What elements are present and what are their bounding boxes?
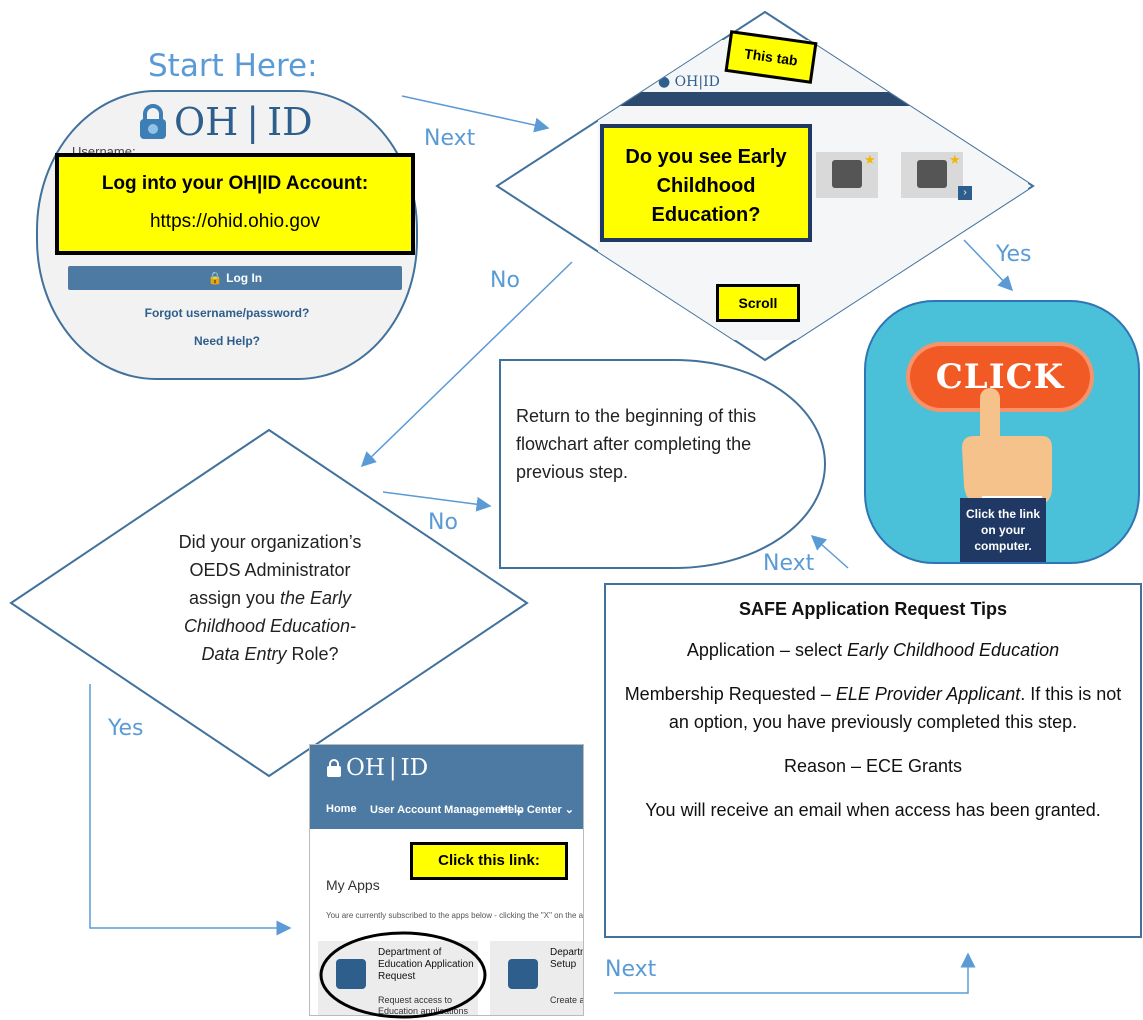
safe-tips-box: SAFE Application Request Tips Applicatio… — [604, 583, 1142, 938]
scroll-callout: Scroll — [716, 284, 800, 322]
ohid-logo-divider: | — [246, 100, 260, 144]
decision-2-line-5: Data Entry Role? — [201, 644, 339, 664]
label-yes-1: Yes — [996, 242, 1032, 267]
app-tile-2-name: Departme Educatio Setup — [550, 947, 583, 970]
ohid-logo: OH | ID — [138, 100, 313, 144]
teacher-icon — [917, 160, 947, 188]
school-icon — [832, 160, 862, 188]
my-apps-title: My Apps — [326, 877, 380, 893]
tips-reason: Reason – ECE Grants — [783, 756, 963, 776]
login-instruction-title: Log into your OH|ID Account: — [101, 173, 369, 194]
login-button-label: Log In — [226, 271, 263, 285]
arrow-d1-no — [360, 261, 573, 468]
school-icon — [508, 959, 538, 989]
arrow-d2-no — [382, 491, 492, 512]
app-tile-application-request[interactable]: Department of Education Application Requ… — [318, 941, 478, 1016]
arrow-d2-yes — [89, 684, 292, 936]
decision-diamond-2 — [9, 428, 529, 778]
click-panel: CLICK Click the link on your computer. — [864, 300, 1140, 564]
ohid-logo-left: OH — [174, 100, 239, 144]
decision-2-line-2: OEDS Administrator — [189, 560, 351, 580]
decision-1-question: Do you see Early Childhood Education? — [600, 124, 812, 242]
start-here-title: Start Here: — [148, 48, 318, 84]
app-tile-setup[interactable]: Departme Educatio Setup Create a pr with… — [490, 941, 583, 1015]
nav-user-account-management[interactable]: User Account Management ⌄ — [370, 804, 524, 816]
school-icon — [336, 959, 366, 989]
my-apps-logo: OH|ID — [326, 755, 428, 781]
my-apps-header: OH|ID Home User Account Management ⌄ Hel… — [310, 745, 583, 829]
lock-icon: 🔒 — [207, 271, 223, 285]
educator-licensure-tile[interactable]: ★ — [901, 152, 963, 198]
label-next-2: Next — [763, 551, 815, 576]
scroll-right-icon[interactable]: › — [958, 186, 972, 200]
tips-application: Application – select Early Childhood Edu… — [686, 640, 1060, 660]
click-this-link-callout: Click this link: — [410, 842, 568, 880]
ohid-logo-right: ID — [267, 100, 313, 144]
click-graphic-button: CLICK — [910, 346, 1090, 408]
need-help-link[interactable]: Need Help? — [193, 334, 260, 348]
lock-icon — [140, 104, 166, 139]
arrow-click-to-return — [810, 535, 849, 569]
label-no-2: No — [428, 510, 458, 535]
decision-2-line-3: assign you the Early — [188, 588, 352, 608]
arrow-d1-yes — [963, 239, 1014, 292]
label-yes-2: Yes — [108, 716, 144, 741]
forgot-password-link[interactable]: Forgot username/password? — [144, 306, 310, 320]
tips-email: You will receive an email when access ha… — [645, 800, 1101, 820]
label-next-3: Next — [605, 957, 657, 982]
my-apps-screenshot: OH|ID Home User Account Management ⌄ Hel… — [309, 744, 584, 1016]
early-childhood-tile[interactable]: ★ — [816, 152, 878, 198]
star-icon: ★ — [949, 152, 961, 167]
label-next-1: Next — [424, 126, 476, 151]
app-tile-1-name: Department of Education Application Requ… — [378, 947, 474, 982]
decision-2-question: Did your organization’s OEDS Administrat… — [140, 528, 400, 668]
return-step-text: Return to the beginning of this flowchar… — [516, 406, 757, 482]
click-caption: Click the link on your computer. — [960, 498, 1046, 562]
login-button[interactable]: 🔒 Log In — [68, 266, 402, 290]
app-tile-1-desc: Request access to Education applications — [378, 995, 469, 1016]
lock-icon — [327, 759, 341, 777]
arrow-myapps-to-tips — [614, 952, 976, 994]
decision-2-line-4: Childhood Education- — [183, 616, 357, 636]
nav-help-center[interactable]: Help Center ⌄ — [500, 804, 575, 816]
tips-title: SAFE Application Request Tips — [738, 599, 1008, 619]
login-instruction-url[interactable]: https://ohid.ohio.gov — [149, 211, 321, 232]
star-icon: ★ — [864, 152, 876, 167]
my-apps-description: You are currently subscribed to the apps… — [326, 911, 584, 920]
highlight-ellipse — [319, 931, 487, 1019]
tips-membership: Membership Requested – ELE Provider Appl… — [624, 684, 1122, 732]
login-instruction-box: Log into your OH|ID Account: https://ohi… — [55, 153, 415, 255]
decision-2-line-1: Did your organization’s — [178, 532, 362, 552]
nav-home[interactable]: Home — [326, 803, 357, 815]
app-tile-2-desc: Create a pr with the De — [550, 995, 583, 1005]
arrow-start-to-d1 — [401, 95, 550, 133]
return-box-shape — [499, 359, 826, 569]
label-no-1: No — [490, 268, 520, 293]
dashboard-logo: ● OH|ID — [658, 74, 720, 90]
